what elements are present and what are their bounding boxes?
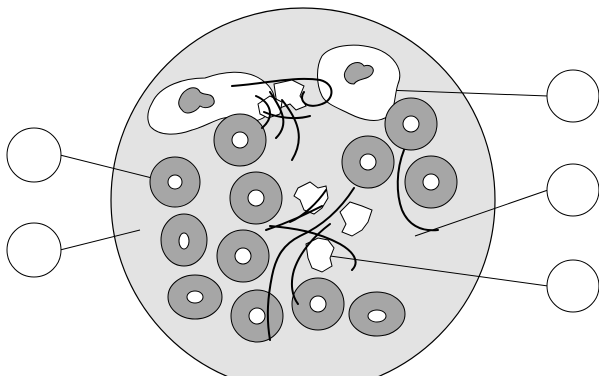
red-blood-cell (348, 291, 406, 337)
nucleus-right (343, 62, 374, 85)
platelet-5 (305, 237, 335, 273)
fibrin-strands (231, 77, 439, 341)
platelet-4 (339, 201, 373, 237)
red-blood-cell (404, 155, 458, 209)
label-circle-right-top (546, 69, 599, 123)
label-circle-left-bottom (6, 222, 62, 278)
label-circle-right-middle (546, 163, 599, 217)
leader-line-left-top (59, 154, 153, 179)
nucleus-left (178, 87, 215, 114)
white-blood-cell-right (317, 44, 401, 121)
red-blood-cell (167, 274, 223, 320)
label-circle-left-top (6, 127, 62, 183)
red-blood-cell (216, 229, 270, 283)
red-blood-cell (160, 213, 208, 267)
red-blood-cell (229, 171, 283, 225)
red-blood-cell (291, 277, 345, 331)
red-blood-cell (230, 289, 284, 343)
label-circle-right-bottom (546, 259, 599, 313)
leader-line-right-middle (414, 189, 549, 237)
red-blood-cell (149, 156, 201, 208)
leader-line-right-top (384, 89, 549, 97)
red-blood-cell (341, 135, 395, 189)
leader-line-right-bottom (329, 255, 549, 287)
red-blood-cell (213, 113, 267, 167)
platelet-3 (293, 181, 329, 215)
red-blood-cell (384, 97, 438, 151)
leader-line-left-bottom (59, 229, 141, 251)
